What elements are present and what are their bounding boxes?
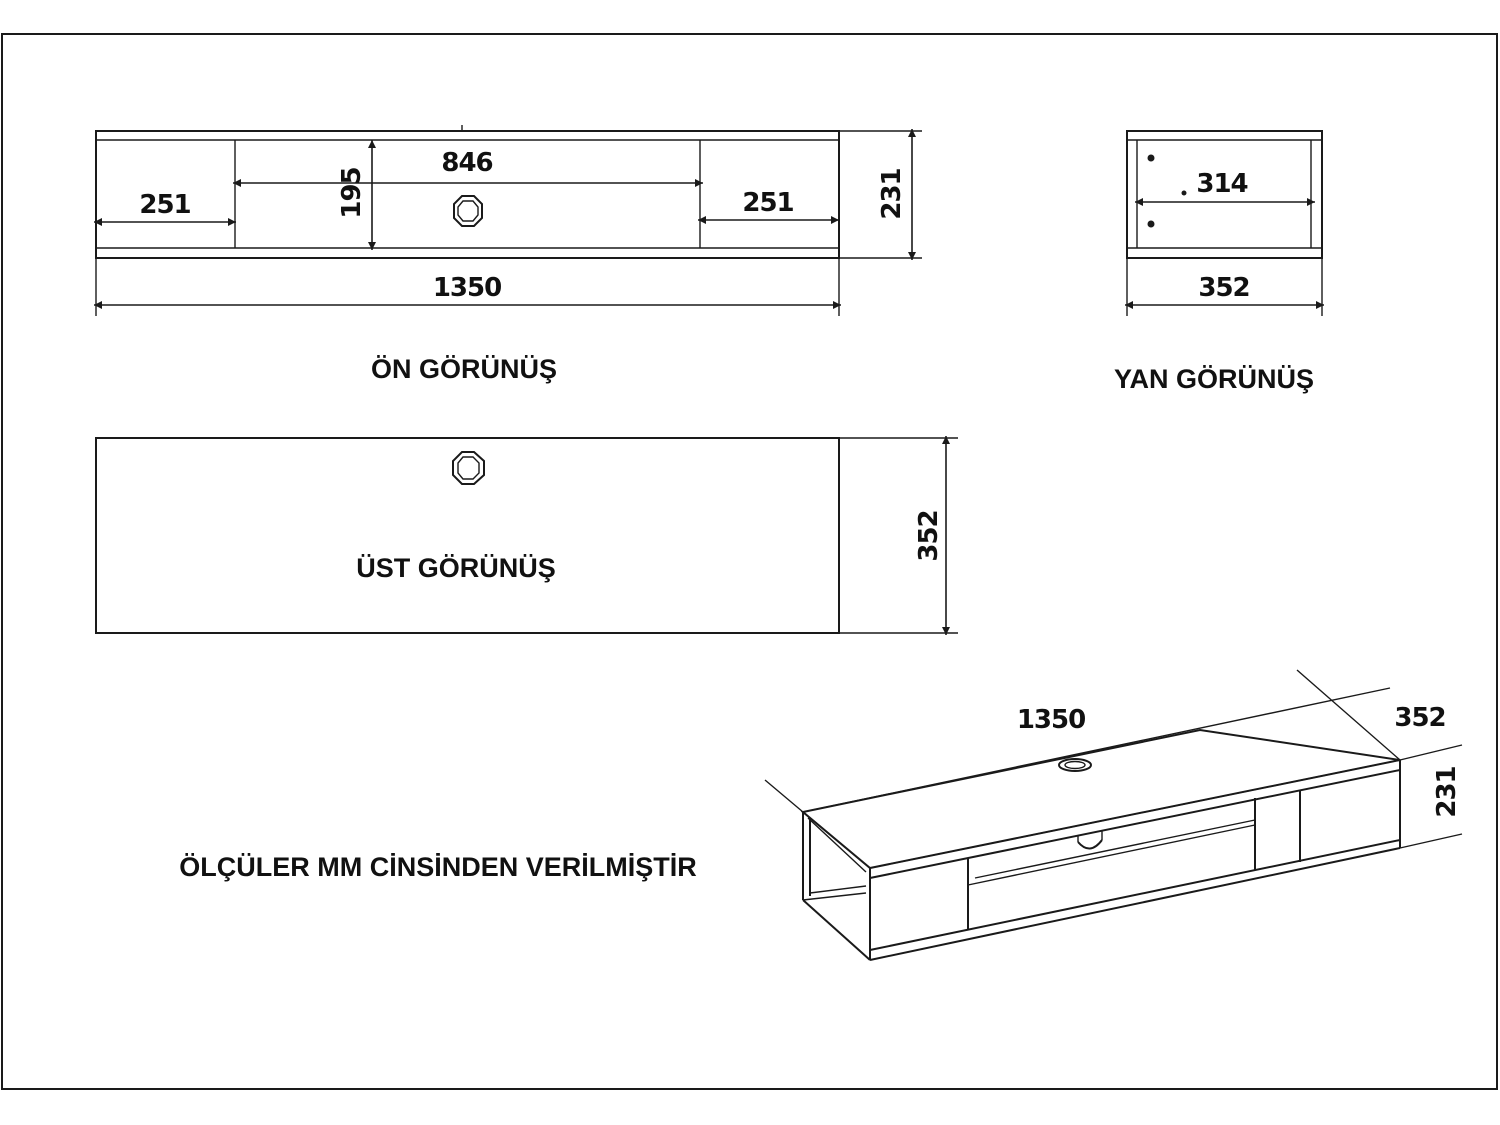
dim-846: 846 — [441, 148, 492, 178]
dim-251-left: 251 — [139, 190, 190, 220]
top-outline — [95, 437, 840, 634]
dim-195: 195 — [337, 167, 367, 218]
isometric-view — [764, 669, 1463, 961]
dim-352-top: 352 — [914, 510, 944, 561]
iso-dim-1350: 1350 — [1017, 705, 1085, 735]
front-view-title: ÖN GÖRÜNÜŞ — [371, 354, 557, 384]
page-border — [1, 33, 1498, 1090]
side-view: 314 352 — [1125, 130, 1324, 316]
dim-231: 231 — [877, 168, 907, 219]
iso-dim-231: 231 — [1432, 766, 1462, 817]
iso-cable-hole-icon — [1058, 758, 1092, 772]
units-note: ÖLÇÜLER MM CİNSİNDEN VERİLMİŞTİR — [179, 852, 697, 882]
side-outline — [1126, 130, 1323, 259]
iso-dim-352: 352 — [1394, 703, 1445, 733]
top-view: 352 — [95, 436, 958, 635]
dim-251-right: 251 — [742, 188, 793, 218]
cable-hole-icon — [453, 195, 483, 227]
cable-hole-icon-top — [452, 451, 485, 485]
dim-352-side: 352 — [1198, 273, 1249, 303]
dim-314: 314 — [1196, 169, 1247, 199]
front-view: 846 195 251 251 231 1350 — [94, 125, 922, 316]
top-view-title: ÜST GÖRÜNÜŞ — [356, 553, 556, 583]
dim-1350: 1350 — [433, 273, 501, 303]
side-view-title: YAN GÖRÜNÜŞ — [1114, 364, 1314, 394]
iso-top-surface — [800, 728, 1401, 870]
